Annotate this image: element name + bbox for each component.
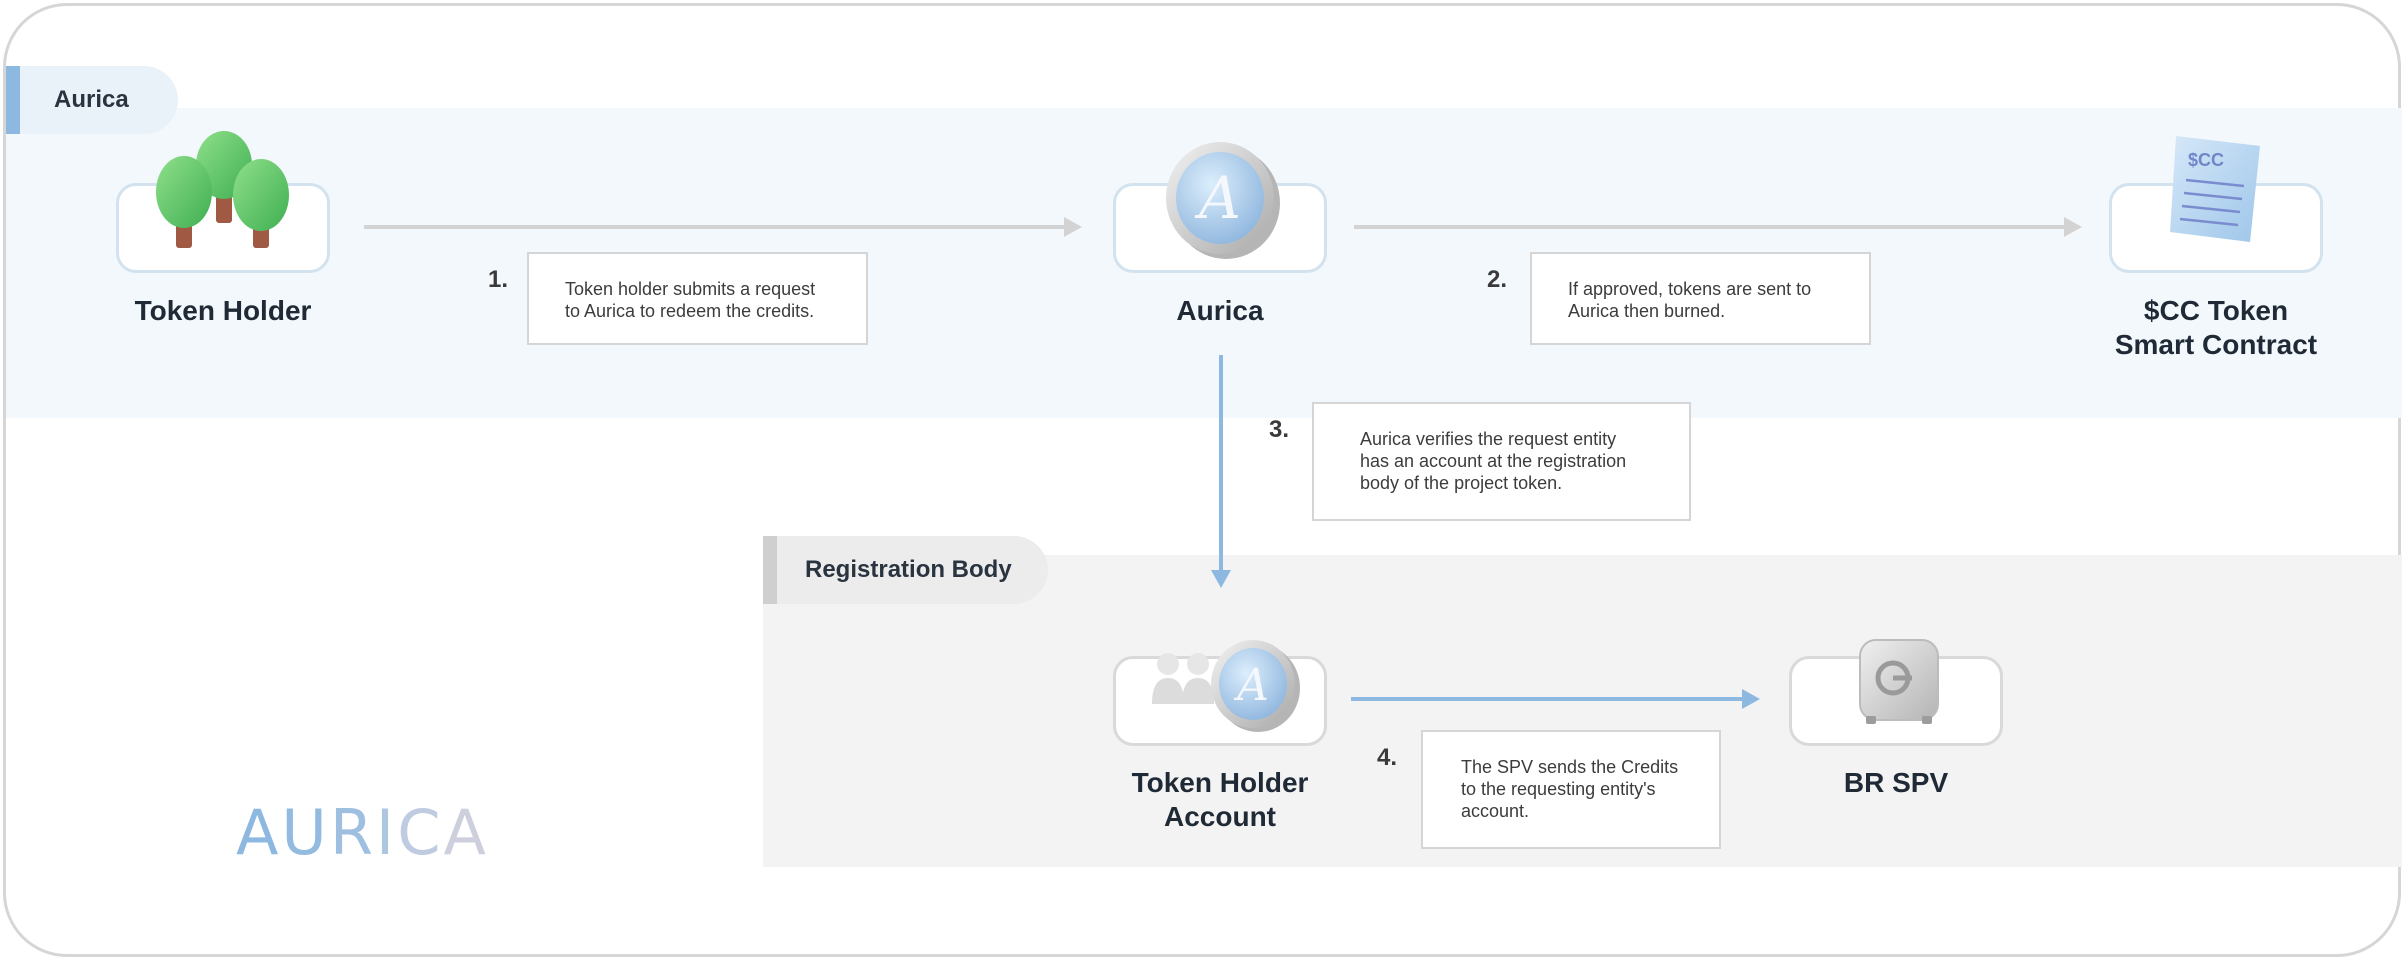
registration-lane-title: Registration Body — [805, 556, 1012, 583]
users-coin-icon: A — [1152, 640, 1300, 732]
logo-letter: R — [329, 796, 376, 869]
step-1-number: 1. — [488, 266, 509, 293]
arrow-1 — [364, 217, 1082, 237]
smart-contract-label: $CC Token Smart Contract — [2114, 295, 2318, 360]
aurica-lane-tab: Aurica — [6, 66, 178, 134]
logo-letter: I — [375, 796, 398, 869]
arrow-4 — [1351, 689, 1760, 709]
aurica-lane-title: Aurica — [54, 86, 129, 113]
contract-label-text: $CC — [2188, 150, 2224, 170]
safe-icon — [1859, 639, 1939, 724]
logo-letter: C — [397, 796, 444, 869]
arrow-3 — [1211, 355, 1231, 588]
token-holder-account-label: Token Holder Account — [1131, 767, 1309, 832]
trees-icon — [156, 131, 289, 248]
step-2-number: 2. — [1487, 266, 1508, 293]
aurica-logo: AURICA — [236, 796, 489, 869]
step-4-number: 4. — [1377, 744, 1398, 771]
svg-text:A: A — [1233, 660, 1269, 711]
registration-lane-tab: Registration Body — [763, 536, 1048, 604]
aurica-coin-icon: A — [1166, 142, 1280, 259]
svg-text:A: A — [1194, 164, 1241, 232]
step-3-number: 3. — [1269, 416, 1290, 443]
aurica-label: Aurica — [1176, 295, 1264, 326]
logo-letter: A — [443, 796, 489, 869]
logo-letter: A — [236, 796, 282, 869]
arrow-2 — [1354, 217, 2082, 237]
logo-letter: U — [281, 796, 330, 869]
br-spv-label: BR SPV — [1843, 767, 1949, 798]
contract-document-icon: $CC — [2170, 136, 2260, 242]
token-holder-label: Token Holder — [134, 295, 312, 326]
